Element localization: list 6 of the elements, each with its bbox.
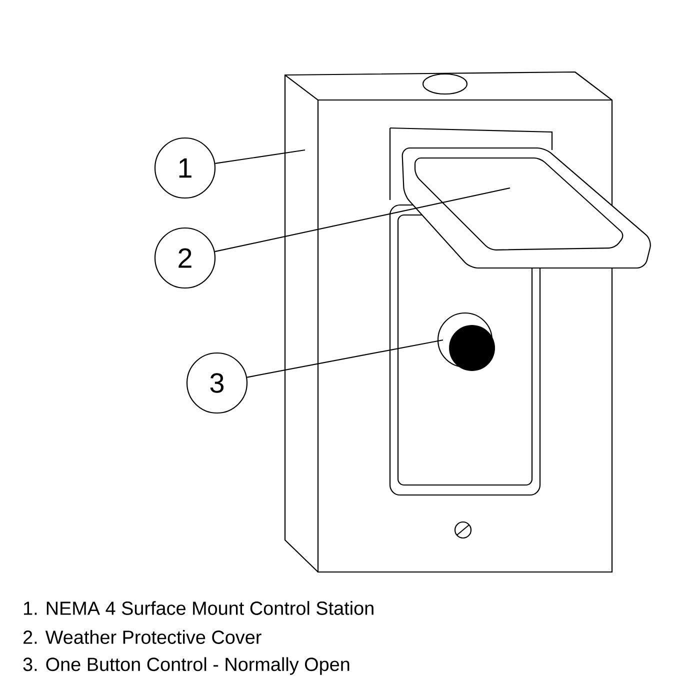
- leader-line: [214, 187, 510, 252]
- list-item: 2. Weather Protective Cover: [24, 630, 262, 644]
- leader-line: [246, 339, 444, 378]
- leader-line: [215, 149, 306, 164]
- list-item: 1. NEMA 4 Surface Mount Control Station: [24, 601, 374, 615]
- list-item: 3. One Button Control - Normally Open: [23, 657, 350, 675]
